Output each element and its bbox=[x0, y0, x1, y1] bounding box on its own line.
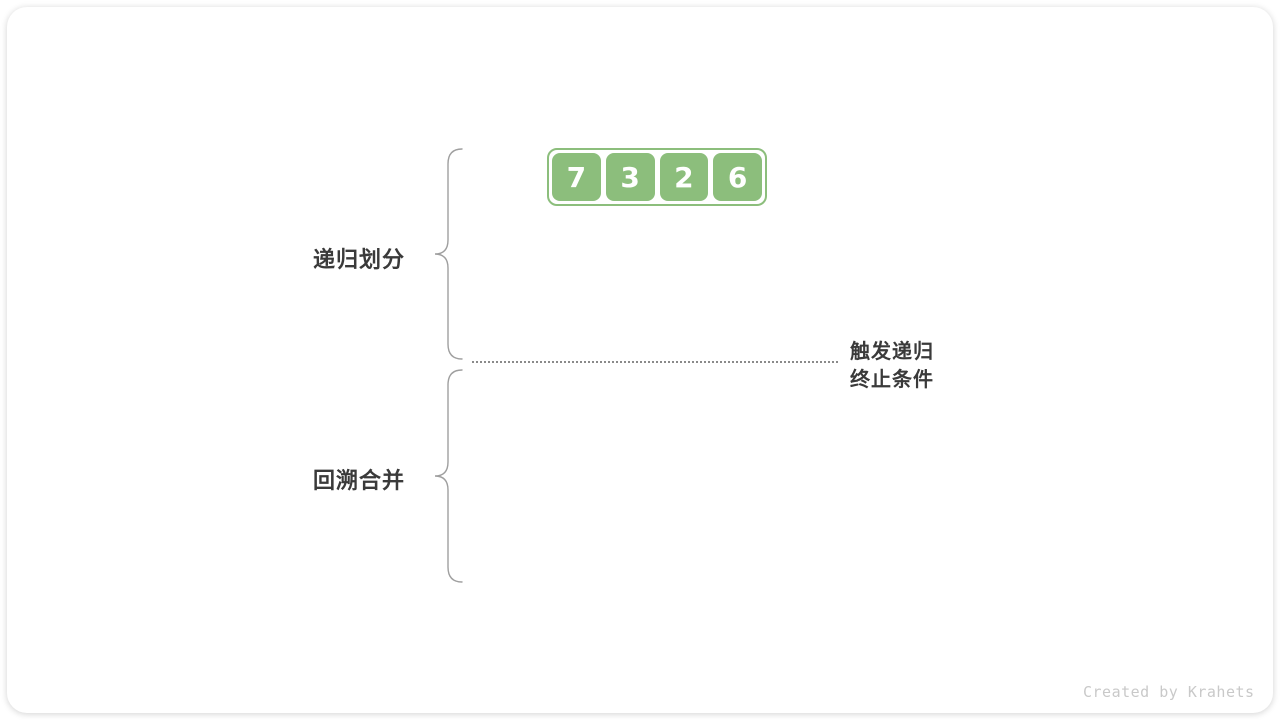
array-cell: 6 bbox=[713, 153, 762, 201]
watermark-text: Created by Krahets bbox=[1083, 683, 1255, 701]
array-cell: 2 bbox=[659, 153, 709, 201]
array-cell: 7 bbox=[552, 153, 601, 201]
merge-brace bbox=[433, 369, 465, 583]
termination-label-line1: 触发递归 bbox=[850, 341, 934, 363]
divide-label: 递归划分 bbox=[313, 247, 406, 272]
divide-brace bbox=[433, 148, 465, 360]
termination-label-line2: 终止条件 bbox=[850, 369, 934, 391]
merge-label: 回溯合并 bbox=[313, 468, 406, 493]
termination-label: 触发递归 终止条件 bbox=[850, 338, 934, 394]
diagram-card: 7 3 2 6 递归划分 回溯合并 触发递归 终止条件 Created by K… bbox=[7, 7, 1273, 713]
array-container: 7 3 2 6 bbox=[547, 148, 767, 206]
termination-dotted-line bbox=[472, 361, 838, 363]
array-cell: 3 bbox=[605, 153, 655, 201]
